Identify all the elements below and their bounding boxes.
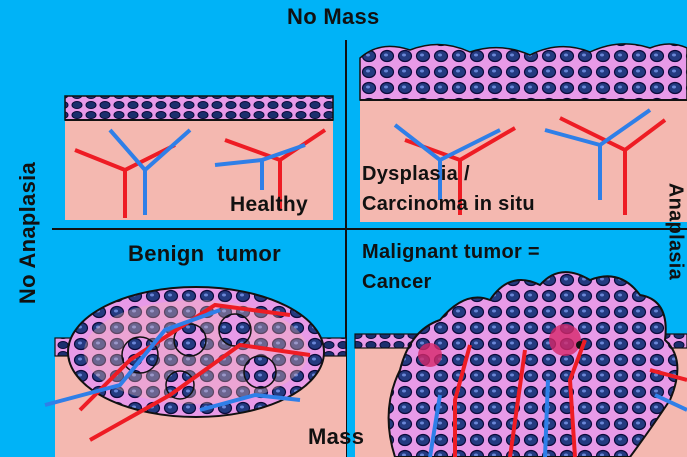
quadrant-label-cancer: Cancer	[362, 271, 432, 294]
quadrant-label-carcinoma-in-situ: Carcinoma in situ	[362, 193, 535, 216]
quadrant-label-dysplasia: Dysplasia /	[362, 163, 470, 186]
axis-label-top: No Mass	[287, 4, 380, 30]
axis-label-right: Anaplasia	[664, 162, 687, 302]
malignant-tumor-illustration	[355, 272, 687, 457]
quadrant-label-healthy: Healthy	[230, 193, 308, 217]
axis-label-bottom: Mass	[308, 424, 364, 450]
quadrant-label-malignant-tumor: Malignant tumor =	[362, 241, 540, 264]
quadrant-label-benign-tumor: Benign tumor	[128, 241, 281, 267]
axis-label-left: No Anaplasia	[15, 143, 41, 323]
benign-tumor-illustration	[45, 287, 346, 457]
